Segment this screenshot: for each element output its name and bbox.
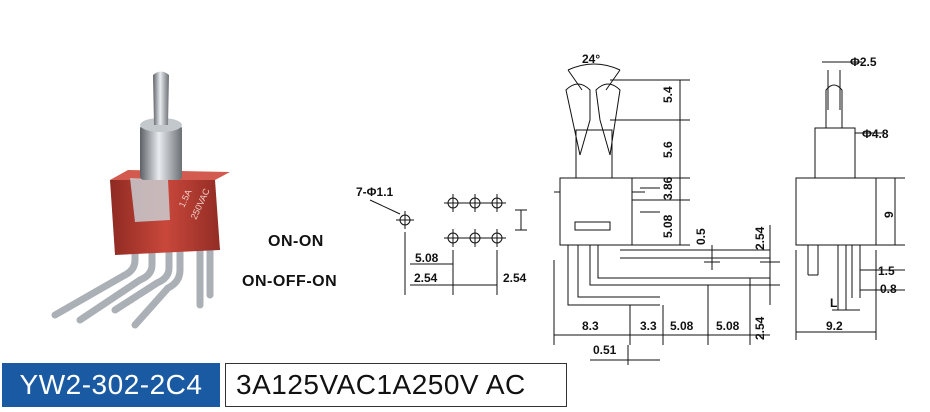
part-number-banner: YW2-302-2C4 [2,363,220,407]
dim-width-33: 3.3 [640,319,657,333]
dim-pitch-a: 5.08 [415,251,439,265]
dim-pitch-c: 2.54 [503,271,527,285]
dim-bushing-h: 5.6 [661,141,675,158]
dim-width-92: 9.2 [826,319,843,333]
dim-width-051: 0.51 [593,343,617,357]
mode-on-off-on: ON-OFF-ON [242,273,338,290]
dim-angle: 24° [582,52,600,66]
dim-width-254: 2.54 [753,316,767,340]
rating-text: 3A125VAC1A250V AC [225,363,567,407]
dim-width-83: 8.3 [582,319,599,333]
dim-height-9: 9 [882,211,896,218]
dim-dia-bushing: Φ4.8 [862,127,889,141]
mode-on-on: ON-ON [268,233,324,250]
dim-lever-h: 5.4 [661,86,675,103]
dim-offset-b: 2.54 [753,226,767,250]
dim-offset-a: 0.5 [694,228,708,245]
pcb-hole-layout [369,194,527,295]
front-view [795,61,905,340]
dim-body-h1: 3.86 [661,176,675,200]
dim-pitch-b: 2.54 [414,271,438,285]
dim-dia-lever: Φ2.5 [850,55,877,69]
dim-width-508b: 5.08 [716,319,740,333]
dim-pin-08: 0.8 [880,282,897,296]
dim-label-l: L [830,296,837,310]
dim-pin-hole: 7-Φ1.1 [356,185,394,199]
dim-width-508a: 5.08 [670,319,694,333]
switch-photo: 1.5A 250VAC [51,71,230,329]
dim-body-h2: 5.08 [661,214,675,238]
side-view [553,63,780,365]
dim-pin-15: 1.5 [878,264,895,278]
